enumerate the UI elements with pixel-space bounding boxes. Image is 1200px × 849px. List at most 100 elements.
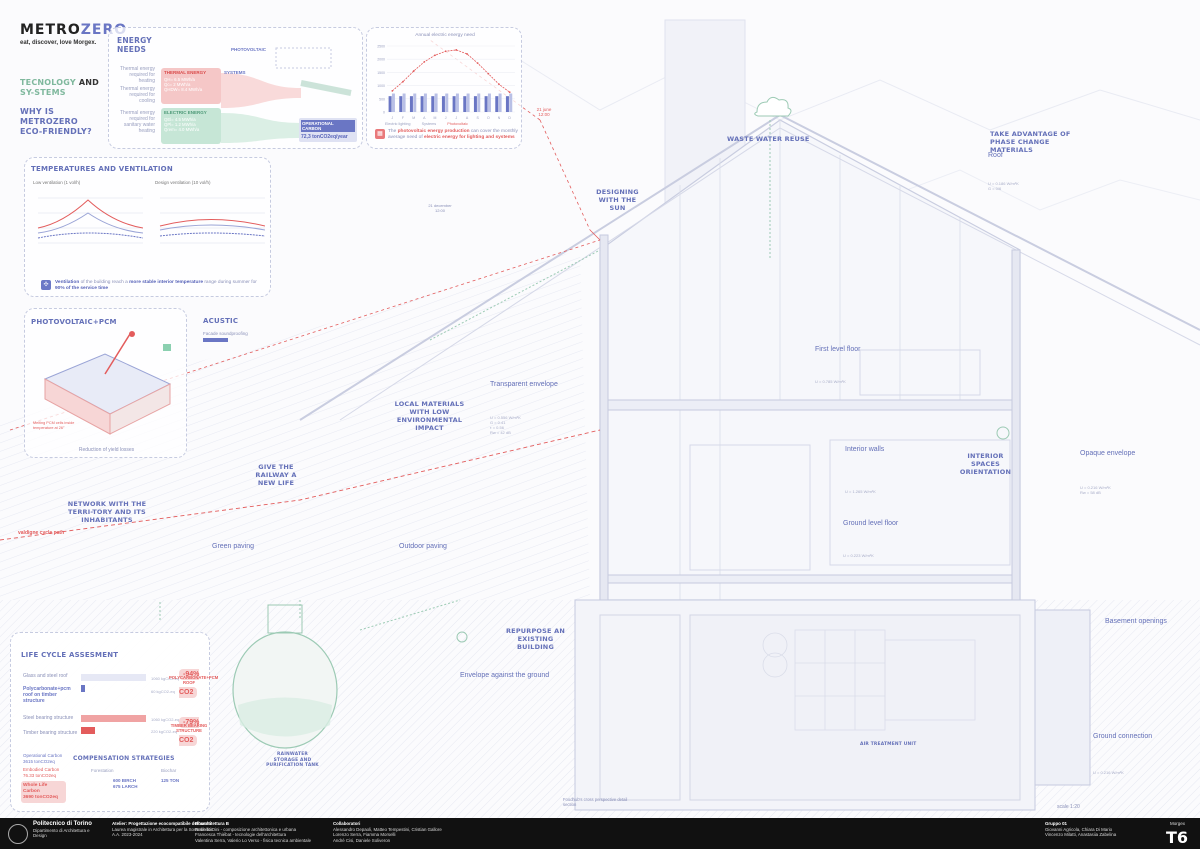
energy-row-3: Thermal energy required for sanitary wat… xyxy=(119,110,155,134)
transparent-g: G = 0.41 xyxy=(490,420,506,425)
legend-photovoltaic: Photovoltaic xyxy=(447,122,468,126)
roof-u: U = 0.186 W/m²K xyxy=(988,181,1019,186)
label-sun-dec: 21 december 12:00 xyxy=(428,203,452,213)
footer-school-name: Politecnico di Torino xyxy=(33,821,92,827)
annual-note-c: can cover the monthly average need of xyxy=(388,129,518,140)
energy-row-1: Thermal energy required for heating xyxy=(119,66,155,84)
bar-lighting xyxy=(473,96,477,112)
bar-lighting xyxy=(484,96,488,112)
transparent-title: Transparent envelope xyxy=(490,381,558,388)
temps-note-e: 90% of the service time xyxy=(55,286,109,291)
callout-groundconn: Ground connection U = 0.216 W/m²K xyxy=(1093,733,1188,775)
acoustic-block: ACUSTIC Facade soundproofing xyxy=(203,317,248,342)
x-tick-label: N xyxy=(498,116,501,120)
label-sun: DESIGNING WITH THE SUN xyxy=(596,188,639,212)
lca-panel: LIFE CYCLE ASSESMENT Glass and steel roo… xyxy=(10,632,219,812)
basement-title: Basement openings xyxy=(1105,618,1167,625)
transparent-rw: Rw = 42 dB xyxy=(490,430,511,435)
point-photovoltaic xyxy=(498,83,500,86)
transparent-u: U = 0.556 W/m²K xyxy=(490,415,521,420)
label-harvest: RAINWATER STORAGE AND PURIFICATION TANK xyxy=(266,752,319,768)
lca-row-1: Glass and steel roof xyxy=(23,673,68,679)
bar-lighting xyxy=(495,96,499,112)
lca-p1t: POLYCARBONATE+PCM ROOF xyxy=(169,675,219,685)
bar-systems xyxy=(413,93,417,112)
footer-c1: Alessandro Depaoli, Matteo Tempestini, C… xyxy=(333,826,442,832)
label-scale: scale 1:20 xyxy=(1057,804,1080,810)
callout-opaque: Opaque envelope U = 0.216 W/m²K Rw = 58 … xyxy=(1080,450,1170,495)
y-tick-label: 500 xyxy=(379,97,385,101)
fan-icon: ✣ xyxy=(41,280,51,290)
pv-note: Melting PCM cells inside temperature at … xyxy=(33,421,75,430)
intro-question: WHY IS METROZERO ECO-FRIENDLY? xyxy=(20,107,92,136)
pv-diagram xyxy=(43,331,172,435)
electric-v3: Qrem= 4.0 MWh/a xyxy=(164,127,200,132)
footer-laurea: Laurea magistrale in Architettura per la… xyxy=(112,826,213,832)
footer-docenti-label: Docenti xyxy=(195,821,212,826)
footer-year: A.A. 2023-2024 xyxy=(112,832,143,838)
electric-box: ELECTRIC ENERGY QEl= 4.5 MWh/a QPl= 1.2 … xyxy=(161,108,221,144)
callout-first: First level floor U = 0.785 W/m²K xyxy=(815,346,915,384)
green-title: Green paving xyxy=(212,543,255,550)
temps-note-b: of the building reach a xyxy=(79,280,130,285)
lca-whole-label: Whole Life Carbon xyxy=(23,783,48,794)
acoustic-bar xyxy=(203,338,228,342)
footer-school: Politecnico di Torino Dipartimento di Ar… xyxy=(33,821,93,839)
opcarbon-box: OPERATIONAL CARBON 72,3 tonCO2eq/year xyxy=(299,118,357,142)
envground-title: Envelope against the ground xyxy=(460,672,550,679)
footer-collaboratori: Collaboratori Alessandro Depaoli, Matteo… xyxy=(333,821,493,843)
lca-v1: 1060 kgCO2-eq xyxy=(151,676,180,681)
footer-docenti: Docenti Roberto Dini - composizione arch… xyxy=(195,821,345,843)
photo-label: PHOTOVOLTAIC xyxy=(231,47,267,52)
thermal-v1: QH= 6.5 MWh/a xyxy=(164,77,195,82)
energy-row-2: Thermal energy required for cooling xyxy=(119,86,155,104)
thermal-label: THERMAL ENERGY xyxy=(164,70,207,75)
footer-coll-label: Collaboratori xyxy=(333,821,361,826)
pv-caption: Reduction of yield losses xyxy=(78,447,135,453)
bar-lighting xyxy=(399,96,403,112)
bar-lighting xyxy=(505,96,509,112)
lca-v2: 60 kgCO2-eq xyxy=(151,689,175,694)
lca-row-2: Polycarbonate+pcm roof on timber structu… xyxy=(23,686,71,704)
brand-tagline: eat, discover, love Morgex. xyxy=(20,40,97,46)
temps-panel: TEMPERATURES AND VENTILATION Low ventila… xyxy=(24,157,271,297)
opaque-u: U = 0.216 W/m²K xyxy=(1080,485,1111,490)
legend-lighting: Electric lighting xyxy=(385,122,411,126)
opaque-title: Opaque envelope xyxy=(1080,450,1136,457)
comp-s1: Forestation xyxy=(91,768,114,773)
annual-note: ▦ The photovoltaic energy production can… xyxy=(375,129,519,141)
groundconn-u: U = 0.216 W/m²K xyxy=(1093,770,1124,775)
lca-op: Operational Carbon 3615 tonCO2eq Embodie… xyxy=(23,753,62,778)
intro-heading: TECNOLOGY AND SY-STEMS xyxy=(20,78,105,98)
point-photovoltaic xyxy=(476,62,479,65)
x-tick-label: S xyxy=(476,116,479,120)
point-photovoltaic xyxy=(444,50,447,53)
lca-bar-2 xyxy=(81,685,85,692)
temps-note-d: range during summer for xyxy=(202,280,257,285)
footer-tav: T6 xyxy=(1166,828,1189,847)
y-tick-label: 0 xyxy=(383,111,385,115)
x-tick-label: M xyxy=(412,116,415,120)
first-title: First level floor xyxy=(815,346,861,353)
temps-note-c: more stable interior temperature xyxy=(129,280,203,285)
point-photovoltaic xyxy=(423,60,426,63)
temps-chart-2 xyxy=(159,197,265,244)
bar-systems xyxy=(423,93,427,112)
lca-pill-1: -94% CO2 xyxy=(179,663,209,699)
label-persp: Foodhub's cross perspective detail secti… xyxy=(563,797,628,807)
point-photovoltaic xyxy=(487,72,490,75)
intro-h1-a: TECNOLOGY xyxy=(20,78,76,87)
x-tick-label: J xyxy=(445,116,447,120)
pv-panel: PHOTOVOLTAIC+PCM Melting PCM cells insid… xyxy=(24,308,187,458)
annual-note-a: The xyxy=(388,129,398,134)
thermal-box: THERMAL ENERGY QH= 6.5 MWh/a Qc= 2 MWh/a… xyxy=(161,68,221,104)
bar-systems xyxy=(509,93,513,112)
label-interior: INTERIOR SPACES ORIENTATION xyxy=(959,452,1012,476)
label-air: AIR TREATMENT UNIT xyxy=(860,742,917,747)
legend-systems: Systems xyxy=(421,122,437,126)
point-photovoltaic xyxy=(402,80,404,83)
callout-intwall: Interior walls U = 1.265 W/m²K xyxy=(845,446,935,494)
lca-bar-4 xyxy=(81,727,95,734)
